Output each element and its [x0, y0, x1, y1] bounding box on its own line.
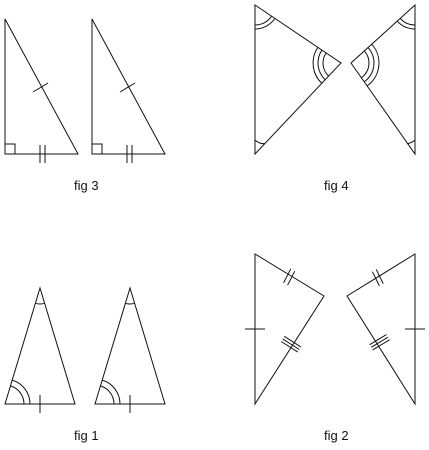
fig3-right-right-angle-mark: [92, 143, 103, 154]
fig2-caption: fig 2: [324, 428, 349, 443]
fig2-right-lower-side-tick-3: [369, 334, 387, 346]
fig1-left-base-angle-arc-2: [12, 379, 31, 405]
fig2-left-upper-side-tick-1: [283, 268, 292, 284]
fig4-left-right-angle-arc-3: [312, 47, 323, 84]
fig2-left-lower-side-tick-1: [280, 341, 299, 353]
fig2-right-lower-side-tick-1: [372, 339, 390, 351]
fig1-group: [4, 286, 166, 413]
fig2-left-triangle-outline: [254, 253, 325, 406]
fig1-left-apex-angle-arc: [35, 302, 45, 305]
fig2-right-lower-side-tick-2: [370, 336, 389, 348]
fig4-caption: fig 4: [324, 178, 349, 193]
fig4-right-top-angle-arc-2: [396, 20, 416, 30]
fig2-group: [245, 253, 425, 406]
fig4-group: [254, 3, 416, 156]
fig1-right-triangle-outline: [94, 286, 166, 405]
fig4-right-left-angle-arc-1: [361, 50, 370, 79]
fig1-right-base-angle-arc-1: [100, 385, 115, 405]
fig4-right-left-angle-arc-3: [366, 43, 380, 87]
fig4-left-top-angle-arc-2: [254, 18, 276, 30]
fig4-right-triangle: [350, 3, 416, 156]
fig3-caption: fig 3: [74, 178, 99, 193]
fig3-left-right-angle-mark: [5, 143, 16, 154]
fig3-left-hypotenuse-tick: [32, 82, 49, 93]
fig1-left-triangle: [4, 286, 76, 413]
fig4-right-triangle-outline: [350, 3, 416, 156]
fig4-right-bottom-angle-arc: [406, 139, 416, 145]
fig3-group: [4, 18, 166, 163]
fig2-right-upper-side-tick-2: [371, 271, 380, 287]
fig4-left-right-angle-arc-1: [322, 52, 329, 77]
fig1-left-triangle-outline: [4, 286, 76, 405]
fig2-left-lower-side-tick-3: [284, 335, 302, 348]
fig2-right-triangle: [346, 253, 425, 406]
fig3-left-triangle: [4, 18, 79, 163]
fig2-left-lower-side-tick-2: [282, 338, 300, 350]
fig4-left-bottom-angle-arc: [254, 139, 265, 145]
fig3-right-hypotenuse-tick: [119, 82, 136, 93]
fig2-left-upper-side-tick-2: [287, 270, 296, 286]
fig4-left-triangle: [254, 4, 342, 156]
fig4-right-left-angle-arc-2: [363, 47, 375, 83]
fig2-right-upper-side-tick-1: [375, 269, 384, 284]
fig4-right-top-angle-arc-1: [399, 18, 416, 26]
fig4-left-triangle-outline: [254, 4, 342, 156]
fig1-left-base-angle-arc-1: [10, 385, 25, 405]
fig1-right-apex-angle-arc: [125, 302, 135, 305]
fig4-left-top-angle-arc-1: [254, 15, 273, 26]
fig2-right-triangle-outline: [346, 253, 416, 406]
fig2-left-triangle: [245, 253, 325, 406]
fig1-right-triangle: [94, 286, 166, 413]
fig1-caption: fig 1: [74, 428, 99, 443]
fig1-right-base-angle-arc-2: [102, 379, 121, 405]
fig3-right-triangle: [91, 18, 166, 163]
fig4-left-right-angle-arc-2: [317, 49, 326, 81]
